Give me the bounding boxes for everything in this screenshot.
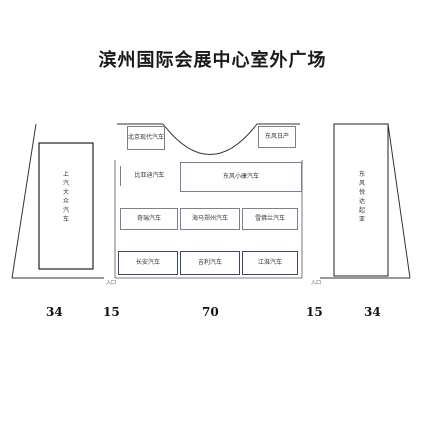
dimension-right-wing: 34 <box>364 305 381 319</box>
dimension-left-wing: 34 <box>46 305 63 319</box>
page-title: 滨州国际会展中心室外广场 <box>98 50 327 71</box>
booth-top-right: 东风日产 <box>258 126 296 148</box>
booth-row1-left: 比亚迪汽车 <box>120 166 178 186</box>
booth-row3-b: 吉利汽车 <box>180 251 240 275</box>
booth-row2-a: 奇瑞汽车 <box>120 208 178 230</box>
entrance-right: 入口 <box>311 280 322 286</box>
booth-row2-b: 海马郑州汽车 <box>180 208 240 230</box>
dimension-right-aisle: 15 <box>306 305 323 319</box>
booth-row3-a: 长安汽车 <box>118 251 178 275</box>
booth-row3-c: 江淮汽车 <box>242 251 298 275</box>
booth-row2-c: 雪佛兰汽车 <box>242 208 298 230</box>
booth-top-left: 北京现代汽车 <box>127 126 165 150</box>
dimension-left-aisle: 15 <box>103 305 120 319</box>
side-label-left: 上汽大众汽车 <box>62 171 69 223</box>
booth-row1-right: 东风小康汽车 <box>180 162 302 192</box>
entrance-left: 入口 <box>106 280 117 286</box>
side-label-right: 东风悦达起亚 <box>358 171 365 223</box>
dimension-centre: 70 <box>202 305 219 319</box>
